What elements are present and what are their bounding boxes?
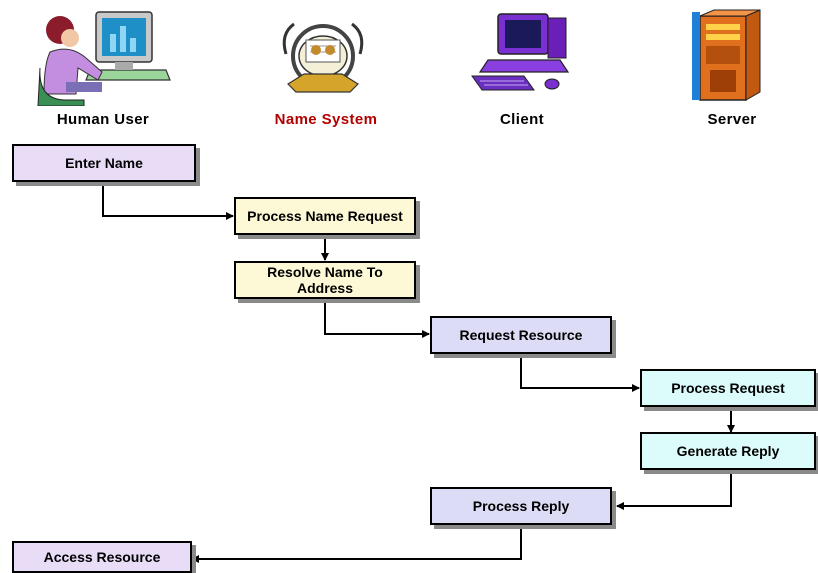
step-access-resource-label: Access Resource [43, 549, 161, 565]
desktop-computer-icon [471, 13, 570, 91]
rolodex-icon [282, 22, 364, 93]
connector-request-resource-to-process-request [520, 353, 640, 392]
step-process-name-request-label: Process Name Request [247, 208, 403, 224]
connector-generate-reply-to-process-reply [616, 469, 732, 510]
step-request-resource: Request Resource [430, 316, 612, 354]
step-enter-name-label: Enter Name [65, 155, 143, 171]
connector-resolve-to-request-resource [324, 298, 430, 338]
connector-enter-to-process-name [102, 180, 234, 220]
woman-at-computer-icon [37, 11, 171, 106]
step-resolve-name: Resolve Name To Address [234, 261, 416, 299]
server-tower-icon [692, 9, 761, 101]
connector-process-reply-to-access-resource [191, 523, 522, 563]
step-process-request: Process Request [640, 369, 816, 407]
actor-label-client: Client [499, 111, 545, 128]
step-process-reply: Process Reply [430, 487, 612, 525]
step-process-reply-label: Process Reply [472, 498, 570, 514]
step-resolve-name-label: Resolve Name To Address [267, 264, 383, 296]
step-generate-reply: Generate Reply [640, 432, 816, 470]
step-enter-name: Enter Name [12, 144, 196, 182]
step-process-request-label: Process Request [671, 380, 785, 396]
actor-label-server: Server [707, 111, 757, 128]
step-access-resource: Access Resource [12, 541, 192, 573]
actor-label-human-user: Human User [56, 111, 150, 128]
step-process-name-request: Process Name Request [234, 197, 416, 235]
actor-label-name-system: Name System [274, 111, 378, 128]
step-generate-reply-label: Generate Reply [676, 443, 780, 459]
step-request-resource-label: Request Resource [459, 327, 583, 343]
